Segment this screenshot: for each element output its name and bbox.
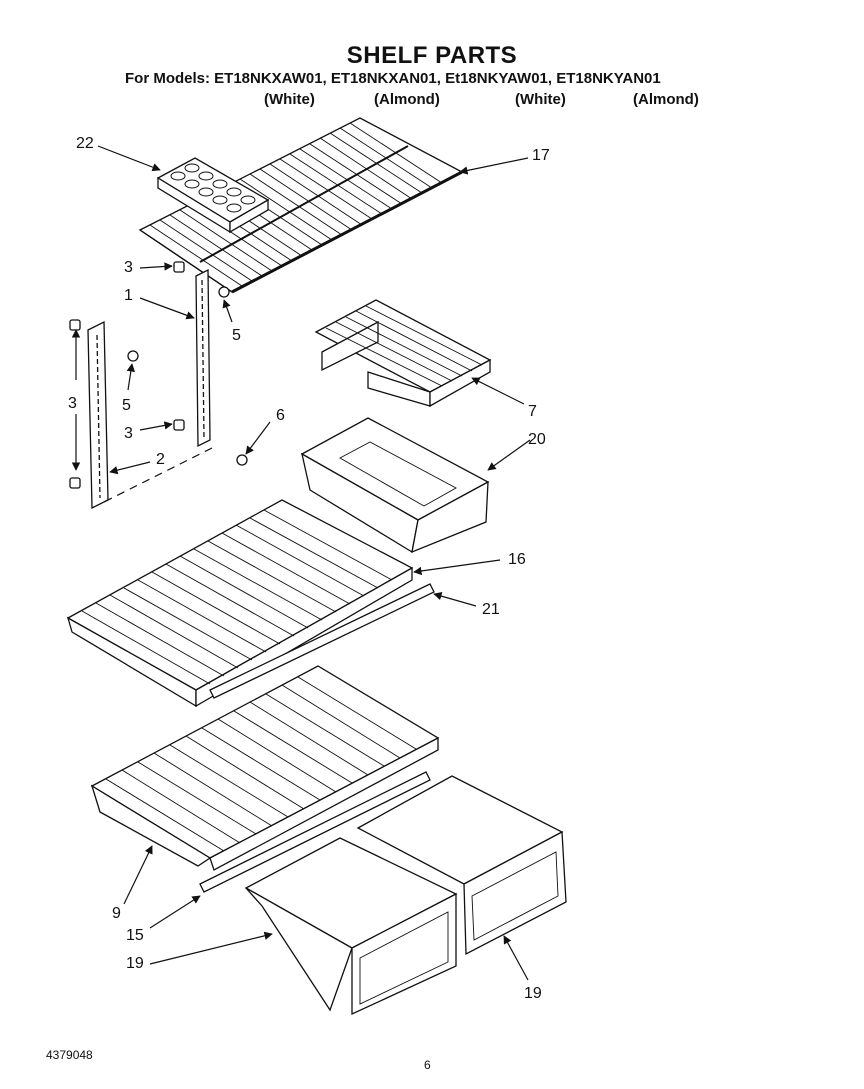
callout-1: 1	[124, 287, 133, 304]
finish-label-3: (White)	[515, 91, 566, 108]
callout-16: 16	[508, 551, 526, 568]
callout-3-bottom: 3	[124, 425, 133, 442]
callout-19-left: 19	[126, 955, 144, 972]
callout-5-right: 5	[232, 327, 241, 344]
trim-strip-lower	[200, 772, 430, 892]
callout-21: 21	[482, 601, 500, 618]
small-sliding-shelf	[316, 300, 490, 406]
leader-lines	[71, 146, 530, 980]
deli-drawer	[302, 418, 488, 552]
callout-20: 20	[528, 431, 546, 448]
trim-strip-upper	[210, 584, 434, 698]
callout-3-left: 3	[68, 395, 77, 412]
finish-label-2: (Almond)	[374, 91, 440, 108]
callout-6: 6	[276, 407, 285, 424]
callout-15: 15	[126, 927, 144, 944]
shelf-rails	[70, 262, 247, 508]
page-number: 6	[424, 1058, 431, 1072]
finish-label-1: (White)	[264, 91, 315, 108]
egg-tray	[158, 158, 268, 232]
crisper-drawer-left	[246, 838, 456, 1014]
crisper-cover	[92, 666, 438, 870]
callout-9: 9	[112, 905, 121, 922]
callout-2: 2	[156, 451, 165, 468]
models-line: For Models: ET18NKXAW01, ET18NKXAN01, Et…	[125, 70, 661, 87]
page-title: SHELF PARTS	[346, 42, 518, 69]
callout-19-right: 19	[524, 985, 542, 1002]
callout-3-top: 3	[124, 259, 133, 276]
callout-22: 22	[76, 135, 94, 152]
document-number: 4379048	[46, 1048, 93, 1062]
callout-17: 17	[532, 147, 550, 164]
callout-5-left: 5	[122, 397, 131, 414]
crisper-drawer-right	[358, 776, 566, 954]
callout-7: 7	[528, 403, 537, 420]
finish-label-4: (Almond)	[633, 91, 699, 108]
